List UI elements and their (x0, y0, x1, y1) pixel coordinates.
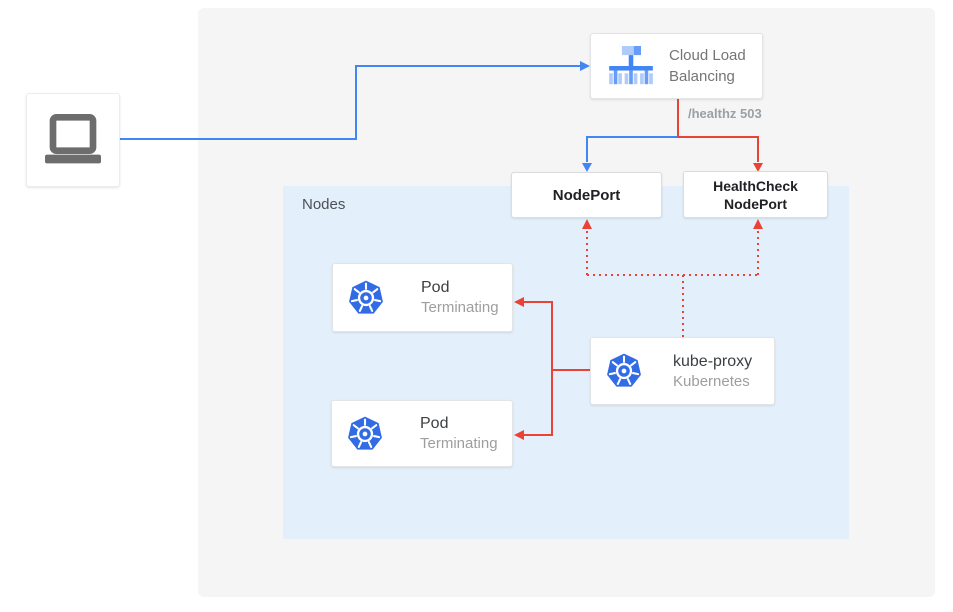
kube-proxy-node: kube-proxy Kubernetes (590, 337, 775, 405)
pod-status: Terminating (420, 435, 498, 452)
clb-label-line2: Balancing (669, 68, 735, 85)
kube-proxy-title: kube-proxy (673, 352, 753, 370)
kubernetes-icon (346, 415, 384, 453)
pod-2-node: Pod Terminating (331, 400, 513, 467)
pod-1-text: Pod Terminating (421, 277, 499, 318)
nodes-label: Nodes (302, 196, 346, 213)
kubernetes-icon (605, 352, 643, 390)
nodeport-label: NodePort (552, 186, 621, 204)
nodeport-node: NodePort (511, 172, 662, 218)
kube-proxy-subtitle: Kubernetes (673, 372, 750, 390)
pod-status: Terminating (421, 299, 499, 316)
pod-title: Pod (420, 415, 449, 432)
laptop-icon (41, 108, 105, 172)
healthcheck-label-line1: HealthCheck (713, 177, 798, 194)
cloud-load-balancing-icon (609, 46, 653, 86)
client-laptop-node (26, 93, 120, 187)
pod-1-node: Pod Terminating (332, 263, 513, 332)
kubernetes-icon (347, 279, 385, 317)
clb-label-line1: Cloud Load (669, 47, 746, 64)
kube-proxy-text: kube-proxy Kubernetes (673, 351, 752, 392)
healthcheck-label-line2: NodePort (724, 195, 787, 212)
pod-title: Pod (421, 279, 450, 296)
pod-2-text: Pod Terminating (420, 413, 498, 454)
cloud-load-balancing-node: Cloud Load Balancing (590, 33, 763, 99)
cloud-load-balancing-label: Cloud Load Balancing (669, 45, 746, 87)
healthz-path-label: /healthz 503 (688, 106, 762, 121)
healthcheck-nodeport-node: HealthCheck NodePort (683, 171, 828, 218)
